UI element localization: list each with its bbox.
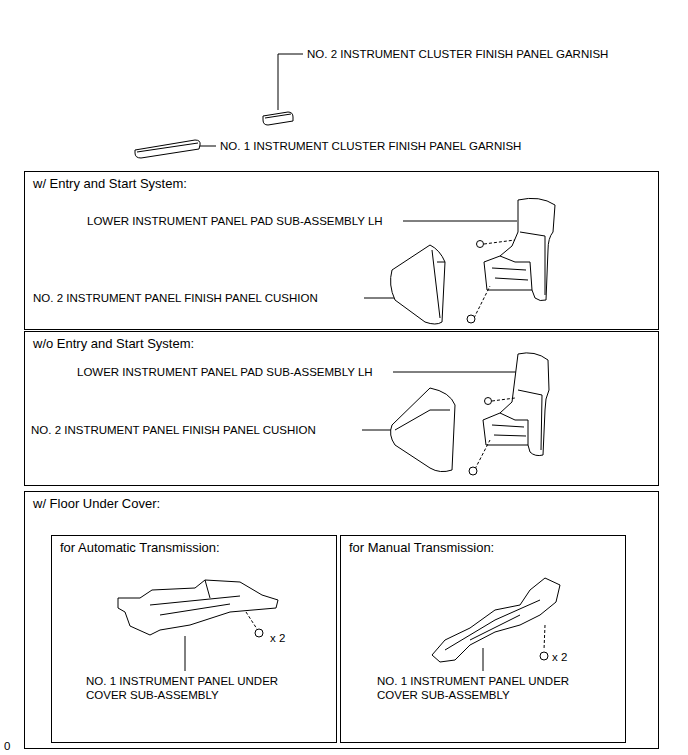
box-heading: for Automatic Transmission:: [60, 540, 220, 556]
option-box: w/ Floor Under Cover: for Automatic Trans…: [24, 491, 659, 749]
under-cover-part: [118, 580, 278, 635]
part-label: NO. 2 INSTRUMENT PANEL FINISH PANEL CUSH…: [31, 423, 316, 437]
screw-symbol: [485, 398, 492, 405]
pad-detail: [492, 390, 542, 450]
screw-symbol: [469, 467, 477, 475]
part-label: NO. 2 INSTRUMENT CLUSTER FINISH PANEL GA…: [307, 47, 608, 61]
part-name: NO. 2 INSTRUMENT CLUSTER FINISH PANEL GA…: [307, 48, 608, 60]
leader-line: [278, 54, 303, 110]
part-name: NO. 1 INSTRUMENT PANEL UNDER COVER SUB-A…: [86, 675, 278, 701]
part-label: NO. 1 INSTRUMENT CLUSTER FINISH PANEL GA…: [220, 139, 521, 153]
garnish-part: [135, 140, 200, 158]
leader-line: [185, 636, 186, 671]
dash-line: [474, 240, 515, 318]
part-name: NO. 1 INSTRUMENT CLUSTER FINISH PANEL GA…: [220, 140, 521, 152]
leader-line: [362, 430, 392, 431]
part-label: NO. 1 INSTRUMENT PANEL UNDER COVER SUB-A…: [86, 674, 301, 702]
option-box: for Automatic Transmission:: [51, 535, 337, 743]
part-name: x 2: [270, 632, 285, 644]
part-label: LOWER INSTRUMENT PANEL PAD SUB-ASSEMBLY …: [77, 365, 373, 379]
leader-line: [403, 221, 517, 222]
box-heading: for Manual Transmission:: [349, 540, 494, 556]
part-name: NO. 1 INSTRUMENT PANEL UNDER COVER SUB-A…: [377, 675, 569, 701]
screw-symbol: [467, 315, 475, 323]
screw-symbol: [540, 652, 548, 660]
screw-symbol: [255, 629, 263, 637]
leader-line: [393, 372, 518, 373]
part-name: 0: [4, 740, 10, 752]
leader-line: [483, 648, 484, 671]
dash-line: [544, 625, 545, 650]
part-label: x 2: [552, 650, 567, 664]
cushion-part: [391, 388, 455, 472]
dash-line: [475, 398, 515, 469]
part-label: NO. 1 INSTRUMENT PANEL UNDER COVER SUB-A…: [377, 674, 592, 702]
garnish-part: [263, 112, 293, 125]
part-label: LOWER INSTRUMENT PANEL PAD SUB-ASSEMBLY …: [87, 214, 383, 228]
option-box: for Manual Transmission:: [340, 535, 626, 743]
part-label: NO. 2 INSTRUMENT PANEL FINISH PANEL CUSH…: [33, 291, 318, 305]
part-name: NO. 2 INSTRUMENT PANEL FINISH PANEL CUSH…: [33, 292, 318, 304]
garnish-detail: [137, 143, 198, 152]
cushion-part: [391, 245, 445, 324]
part-name: LOWER INSTRUMENT PANEL PAD SUB-ASSEMBLY …: [87, 215, 383, 227]
box-heading: w/ Floor Under Cover:: [33, 496, 160, 512]
cushion-detail: [395, 410, 450, 430]
under-cover-part: [432, 578, 560, 662]
option-box: w/o Entry and Start System:: [24, 331, 659, 486]
box-heading: w/ Entry and Start System:: [33, 176, 187, 192]
pad-part: [484, 198, 555, 300]
leader-line: [364, 298, 396, 299]
dash-line: [246, 612, 257, 629]
pad-part: [483, 353, 549, 456]
part-name: NO. 2 INSTRUMENT PANEL FINISH PANEL CUSH…: [31, 424, 316, 436]
garnish-detail: [265, 114, 291, 118]
under-cover-detail: [445, 600, 540, 650]
under-cover-detail: [150, 580, 240, 615]
part-label: x 2: [270, 631, 285, 645]
box-heading: w/o Entry and Start System:: [33, 336, 194, 352]
part-name: x 2: [552, 651, 567, 663]
cushion-detail: [432, 250, 445, 318]
screw-symbol: [477, 241, 484, 248]
option-box: w/ Entry and Start System:: [24, 171, 659, 330]
part-name: LOWER INSTRUMENT PANEL PAD SUB-ASSEMBLY …: [77, 366, 373, 378]
part-label: 0: [4, 739, 10, 753]
